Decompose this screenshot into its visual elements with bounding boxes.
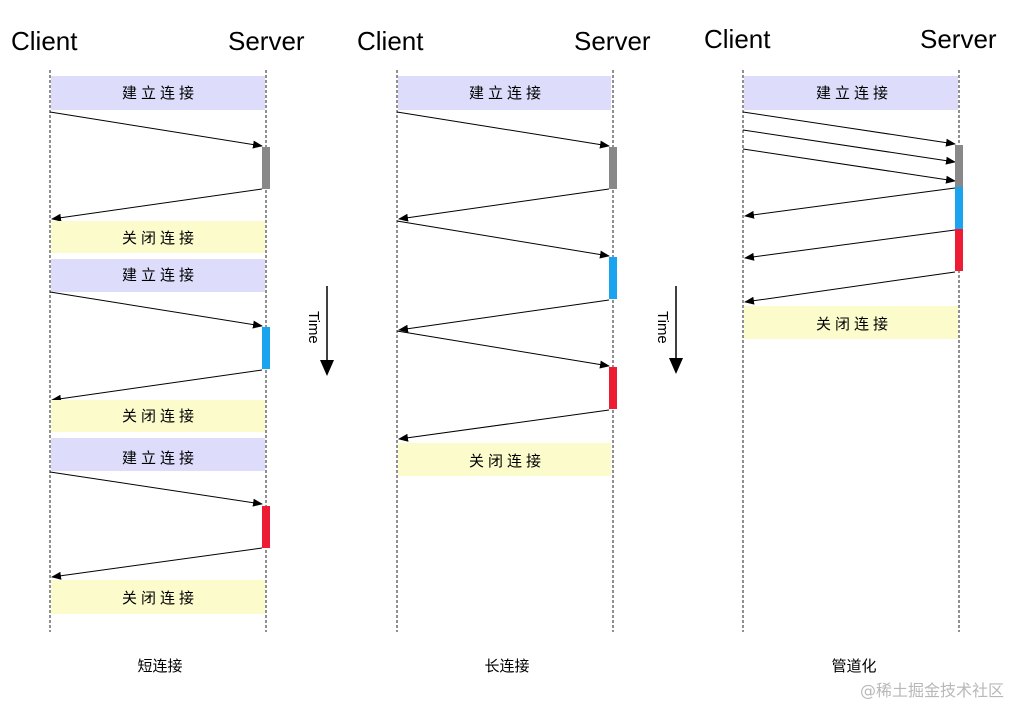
panel1-server-label: Server [228, 26, 305, 56]
panel2-client-label: Client [357, 26, 424, 56]
panel1-open-band-2-label: 建立连接 [122, 266, 198, 284]
panel2-response-arrow-2 [398, 299, 610, 333]
panel2-request-arrow-2 [396, 220, 610, 259]
time-arrow-1: Time [305, 286, 334, 376]
panel1-open-band-3 [51, 438, 265, 471]
panel3-server-label: Server [920, 24, 997, 54]
time-arrow-2: Time [654, 286, 683, 374]
panel1-open-band-1-label: 建立连接 [122, 84, 198, 102]
panel3-processing-bar-1 [955, 145, 963, 187]
panel-short-connection: Client Server 建立连接 关闭连接 建立连接 关闭连接 建立连接 关… [11, 26, 305, 675]
panel2-open-band-label: 建立连接 [469, 84, 545, 102]
panel2-response-arrow-3 [398, 409, 610, 442]
time-label-2: Time [654, 311, 671, 344]
panel2-close-band [398, 443, 611, 476]
panel2-processing-bar-1 [609, 147, 617, 189]
panel1-close-band-2 [51, 400, 265, 432]
panel1-open-band-1 [51, 76, 265, 110]
panel2-server-label: Server [574, 26, 651, 56]
panel1-client-label: Client [11, 26, 78, 56]
panel3-response-arrow-3 [744, 271, 956, 305]
panel1-processing-bar-1 [262, 147, 270, 189]
panel2-close-band-label: 关闭连接 [469, 452, 545, 470]
panel1-open-band-2 [51, 259, 265, 292]
panel1-close-band-3-label: 关闭连接 [122, 589, 198, 607]
panel3-response-arrow-1 [744, 187, 956, 219]
panel1-response-arrow-1 [51, 188, 263, 222]
panel1-request-arrow-2 [49, 291, 263, 329]
panel1-close-band-1 [51, 221, 265, 253]
panel1-close-band-3 [51, 580, 265, 614]
panel3-request-arrow-1 [742, 111, 956, 147]
watermark: @稀土掘金技术社区 [860, 681, 1004, 700]
panel1-close-band-1-label: 关闭连接 [122, 229, 198, 247]
panel3-close-band-label: 关闭连接 [816, 315, 892, 333]
panel2-caption: 长连接 [484, 657, 529, 675]
panel3-request-arrow-2 [742, 129, 956, 165]
panel1-request-arrow-1 [49, 111, 263, 149]
panel3-response-arrow-2 [744, 229, 956, 261]
panel1-close-band-2-label: 关闭连接 [122, 407, 198, 425]
panel1-processing-bar-2 [262, 327, 270, 369]
panel3-caption: 管道化 [831, 657, 876, 675]
panel2-processing-bar-3 [609, 367, 617, 409]
panel2-response-arrow-1 [398, 188, 610, 222]
panel1-processing-bar-3 [262, 506, 270, 548]
panel3-close-band [744, 306, 958, 339]
panel1-response-arrow-3 [51, 547, 263, 580]
panel3-client-label: Client [704, 24, 771, 54]
panel2-processing-bar-2 [609, 257, 617, 299]
panel3-open-band-label: 建立连接 [816, 84, 892, 102]
time-label-1: Time [305, 311, 322, 344]
panel1-request-arrow-3 [49, 471, 263, 507]
panel2-open-band [398, 76, 611, 110]
panel-persistent-connection: Client Server 建立连接 关闭连接 长连接 [357, 26, 651, 675]
panel3-processing-bar-2 [955, 187, 963, 229]
panel1-open-band-3-label: 建立连接 [122, 449, 198, 467]
panel3-request-arrow-3 [742, 148, 956, 184]
panel3-open-band [744, 76, 958, 110]
panel1-caption: 短连接 [137, 657, 182, 675]
panel3-processing-bar-3 [955, 229, 963, 271]
panel1-response-arrow-2 [51, 369, 263, 403]
panel2-request-arrow-1 [396, 111, 610, 149]
panel2-request-arrow-3 [396, 330, 610, 369]
panel-pipelining: Client Server 建立连接 关闭连接 管道化 [704, 24, 997, 675]
